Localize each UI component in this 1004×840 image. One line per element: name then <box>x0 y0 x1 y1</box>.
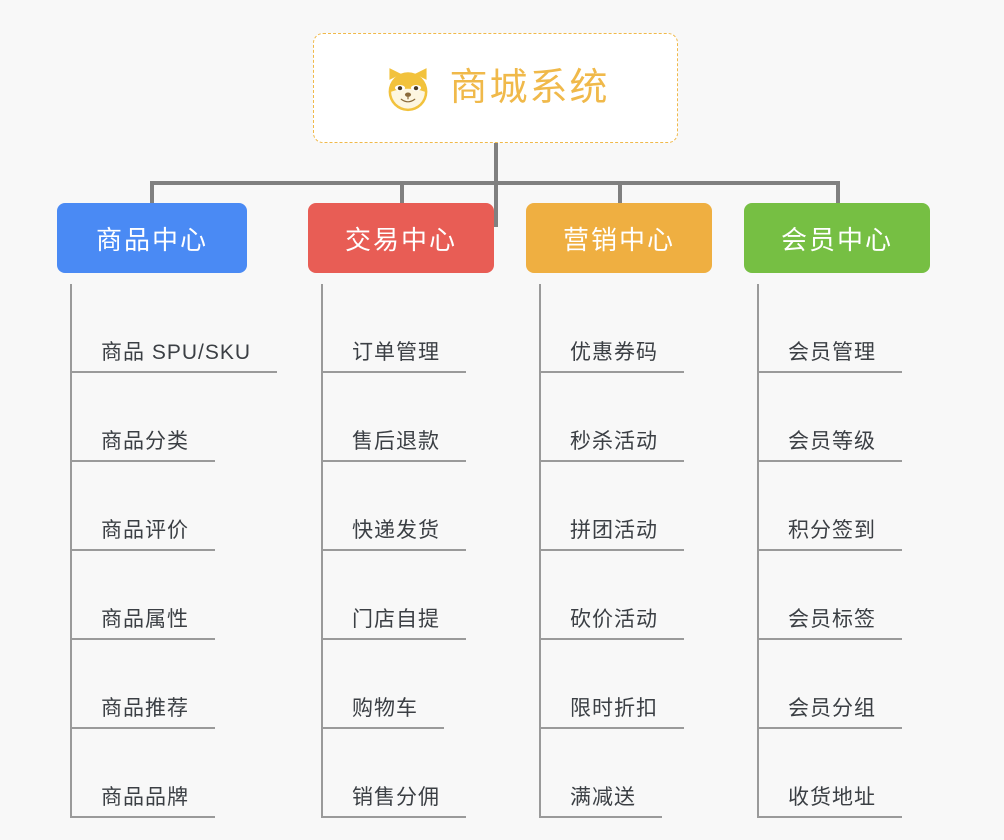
connector-drop-3 <box>618 181 622 207</box>
leaf-label: 销售分佣 <box>323 781 466 818</box>
category-title: 交易中心 <box>344 224 457 255</box>
list-item[interactable]: 商品评价 <box>72 462 247 551</box>
category-header-marketing-center[interactable]: 营销中心 <box>526 203 712 273</box>
list-item[interactable]: 会员分组 <box>759 640 930 729</box>
leaf-label: 商品品牌 <box>72 781 215 818</box>
list-item[interactable]: 优惠券码 <box>541 284 712 373</box>
leaf-label: 会员标签 <box>759 603 902 640</box>
leaf-label: 砍价活动 <box>541 603 684 640</box>
leaf-label: 积分签到 <box>759 514 902 551</box>
category-header-product-center[interactable]: 商品中心 <box>57 203 247 273</box>
leaf-label: 购物车 <box>323 692 444 729</box>
list-item[interactable]: 限时折扣 <box>541 640 712 729</box>
category-header-member-center[interactable]: 会员中心 <box>744 203 930 273</box>
list-item[interactable]: 秒杀活动 <box>541 373 712 462</box>
connector-drop-2 <box>400 181 404 207</box>
branch-column-marketing-center: 营销中心 优惠券码 秒杀活动 拼团活动 砍价活动 限时折扣 满减送 <box>526 203 712 818</box>
connector-drop-1 <box>150 181 154 207</box>
list-item[interactable]: 门店自提 <box>323 551 494 640</box>
leaf-label: 商品评价 <box>72 514 215 551</box>
list-item[interactable]: 商品推荐 <box>72 640 247 729</box>
list-item[interactable]: 收货地址 <box>759 729 930 818</box>
leaf-list-marketing-center: 优惠券码 秒杀活动 拼团活动 砍价活动 限时折扣 满减送 <box>539 284 712 818</box>
list-item[interactable]: 砍价活动 <box>541 551 712 640</box>
connector-horizontal-bus <box>150 181 840 185</box>
leaf-label: 订单管理 <box>323 336 466 373</box>
list-item[interactable]: 拼团活动 <box>541 462 712 551</box>
leaf-label: 商品属性 <box>72 603 215 640</box>
leaf-label: 售后退款 <box>323 425 466 462</box>
leaf-label: 拼团活动 <box>541 514 684 551</box>
leaf-label: 门店自提 <box>323 603 466 640</box>
branch-column-member-center: 会员中心 会员管理 会员等级 积分签到 会员标签 会员分组 收货地址 <box>744 203 930 818</box>
leaf-label: 满减送 <box>541 781 662 818</box>
leaf-label: 会员等级 <box>759 425 902 462</box>
category-title: 会员中心 <box>780 224 893 255</box>
leaf-label: 快递发货 <box>323 514 466 551</box>
leaf-label: 收货地址 <box>759 781 902 818</box>
leaf-label: 限时折扣 <box>541 692 684 729</box>
list-item[interactable]: 商品品牌 <box>72 729 247 818</box>
list-item[interactable]: 积分签到 <box>759 462 930 551</box>
list-item[interactable]: 销售分佣 <box>323 729 494 818</box>
list-item[interactable]: 购物车 <box>323 640 494 729</box>
root-title: 商城系统 <box>449 67 610 109</box>
connector-root-stem <box>494 143 498 227</box>
leaf-label: 商品 SPU/SKU <box>72 336 278 373</box>
list-item[interactable]: 满减送 <box>541 729 712 818</box>
list-item[interactable]: 商品分类 <box>72 373 247 462</box>
root-node[interactable]: 商城系统 <box>313 33 678 143</box>
leaf-label: 会员管理 <box>759 336 902 373</box>
category-header-trade-center[interactable]: 交易中心 <box>308 203 494 273</box>
leaf-list-product-center: 商品 SPU/SKU 商品分类 商品评价 商品属性 商品推荐 商品品牌 <box>70 284 278 818</box>
category-title: 营销中心 <box>562 224 675 255</box>
connector-drop-4 <box>836 181 840 207</box>
list-item[interactable]: 会员管理 <box>759 284 930 373</box>
list-item[interactable]: 售后退款 <box>323 373 494 462</box>
dog-face-emoji-icon <box>389 68 428 112</box>
branch-column-product-center: 商品中心 商品 SPU/SKU 商品分类 商品评价 商品属性 商品推荐 商品品牌 <box>57 203 278 818</box>
leaf-list-trade-center: 订单管理 售后退款 快递发货 门店自提 购物车 销售分佣 <box>321 284 494 818</box>
leaf-label: 秒杀活动 <box>541 425 684 462</box>
list-item[interactable]: 会员标签 <box>759 551 930 640</box>
leaf-label: 会员分组 <box>759 692 902 729</box>
leaf-list-member-center: 会员管理 会员等级 积分签到 会员标签 会员分组 收货地址 <box>757 284 930 818</box>
leaf-label: 商品推荐 <box>72 692 215 729</box>
list-item[interactable]: 订单管理 <box>323 284 494 373</box>
leaf-label: 优惠券码 <box>541 336 684 373</box>
list-item[interactable]: 商品 SPU/SKU <box>72 284 278 373</box>
category-title: 商品中心 <box>95 224 208 255</box>
list-item[interactable]: 会员等级 <box>759 373 930 462</box>
list-item[interactable]: 商品属性 <box>72 551 247 640</box>
branch-column-trade-center: 交易中心 订单管理 售后退款 快递发货 门店自提 购物车 销售分佣 <box>308 203 494 818</box>
leaf-label: 商品分类 <box>72 425 215 462</box>
list-item[interactable]: 快递发货 <box>323 462 494 551</box>
